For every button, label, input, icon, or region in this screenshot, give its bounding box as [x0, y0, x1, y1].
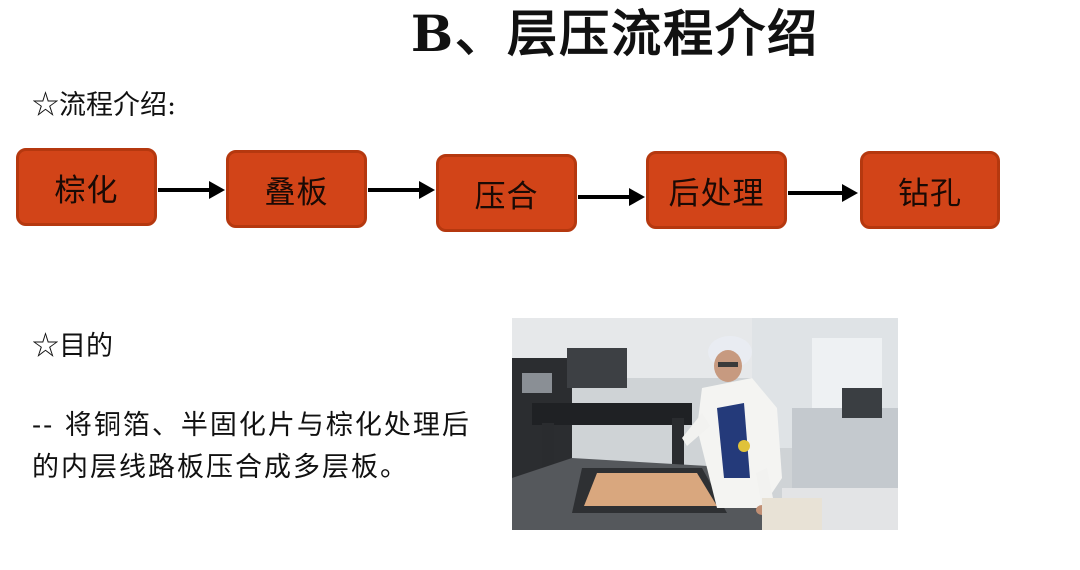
process-flow-diagram: 棕化 叠板 压合 后处理 钻孔	[0, 0, 1080, 260]
flow-arrow-1	[158, 181, 225, 199]
flow-step-post-treatment: 后处理	[646, 151, 787, 229]
flow-step-browning: 棕化	[16, 148, 157, 226]
purpose-section-label: ☆目的	[32, 331, 113, 362]
flow-arrow-4	[788, 184, 858, 202]
purpose-description: -- 将铜箔、半固化片与棕化处理后的内层线路板压合成多层板。	[32, 410, 471, 483]
page-title: B、层压流程介绍	[410, 4, 820, 63]
factory-photo-illustration	[512, 318, 898, 530]
flow-step-drilling: 钻孔	[860, 151, 1000, 229]
flow-step-layup: 叠板	[226, 150, 367, 228]
flow-arrow-3	[578, 188, 645, 206]
flow-arrow-2	[368, 181, 435, 199]
flow-step-pressing: 压合	[436, 154, 577, 232]
flow-section-label: ☆流程介绍:	[32, 90, 177, 121]
lamination-machine-photo	[512, 318, 898, 530]
